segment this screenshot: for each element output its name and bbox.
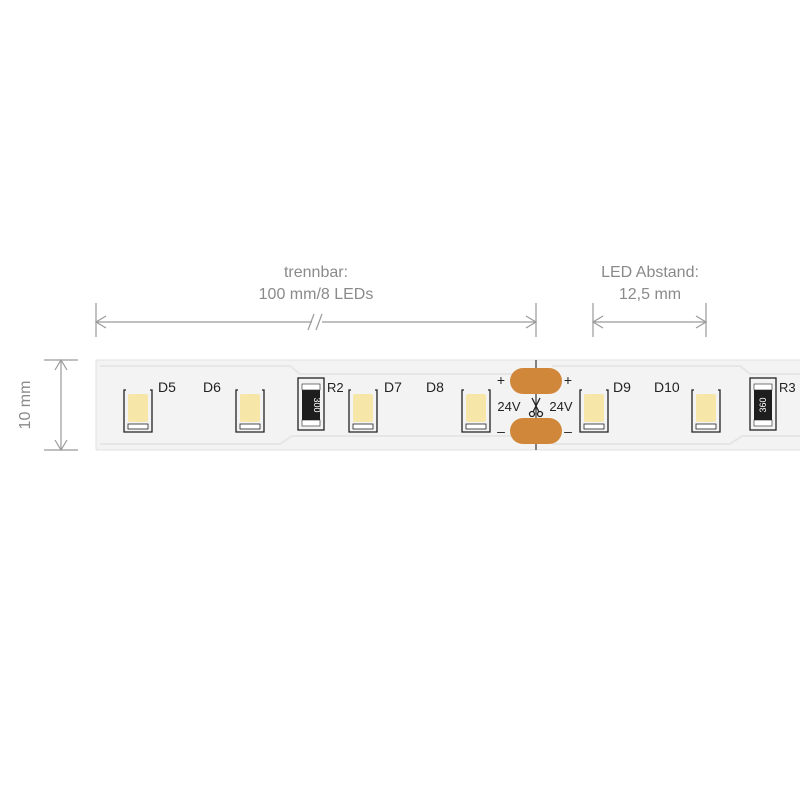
spacing-label-line2: 12,5 mm: [619, 286, 681, 303]
led-outline: [123, 389, 153, 433]
pad-voltage-left: 24V: [497, 399, 520, 414]
cut-dim-break-2: [315, 313, 323, 331]
spacing-label-line1: LED Abstand:: [601, 264, 699, 281]
led-label: D10: [654, 379, 680, 395]
trace-upper: [100, 365, 520, 375]
led-d8: D8: [426, 379, 491, 433]
resistor-frame: [749, 377, 777, 431]
cut-length-dimension: [94, 303, 538, 337]
pcb-traces: [100, 365, 800, 445]
resistor-cap-bottom: [301, 419, 321, 427]
resistor-value: 300: [312, 397, 322, 412]
pad-voltage-right: 24V: [549, 399, 572, 414]
spacing-dim-arrow-left: [591, 315, 604, 329]
cut-dim-arrow-right: [525, 315, 538, 329]
width-label: 10 mm: [17, 381, 34, 430]
scissors-icon: [528, 397, 544, 418]
resistor-label: R2: [327, 380, 344, 395]
width-dim-arrow-bottom: [54, 439, 68, 452]
copper-pad-bottom: [510, 418, 562, 444]
trace-lower-right: [552, 435, 800, 445]
led-outline: [579, 389, 609, 433]
resistor-cap-top: [301, 383, 321, 391]
pad-minus-right: –: [564, 423, 572, 439]
cut-label-line1: trennbar:: [284, 264, 348, 281]
cut-dim-arrow-left: [94, 315, 107, 329]
resistor-body: [302, 390, 320, 420]
led-outline: [461, 389, 491, 433]
led-d6: D6: [203, 379, 265, 433]
led-contact: [127, 423, 149, 430]
pad-plus-left: +: [497, 372, 505, 388]
led-chip: [240, 394, 260, 422]
pad-minus-left: –: [497, 423, 505, 439]
led-label: D7: [384, 379, 402, 395]
resistor-body: [754, 390, 772, 420]
resistor-cap-bottom: [753, 419, 773, 427]
led-d5: D5: [123, 379, 176, 433]
led-outline: [348, 389, 378, 433]
led-chip: [696, 394, 716, 422]
led-outline: [691, 389, 721, 433]
copper-pad-top: [510, 368, 562, 394]
resistor-label: R3: [779, 380, 796, 395]
trace-lower: [100, 435, 520, 445]
trace-upper-right: [552, 365, 800, 375]
led-chip: [353, 394, 373, 422]
led-contact: [239, 423, 261, 430]
cut-dim-break-1: [307, 313, 315, 331]
led-contact: [352, 423, 374, 430]
led-chip: [466, 394, 486, 422]
resistor-cap-top: [753, 383, 773, 391]
width-dimension: [44, 358, 78, 452]
led-chip: [128, 394, 148, 422]
cut-label-line2: 100 mm/8 LEDs: [259, 286, 374, 303]
pad-plus-right: +: [564, 372, 572, 388]
spacing-dim-arrow-right: [695, 315, 708, 329]
resistor-value: 360: [758, 397, 768, 412]
resistor-frame: [297, 377, 325, 431]
led-contact: [695, 423, 717, 430]
resistor-r2: 300 R2: [297, 377, 344, 431]
led-d10: D10: [654, 379, 721, 433]
led-label: D9: [613, 379, 631, 395]
led-label: D5: [158, 379, 176, 395]
led-label: D8: [426, 379, 444, 395]
led-spacing-dimension: [591, 303, 708, 337]
led-contact: [583, 423, 605, 430]
led-contact: [465, 423, 487, 430]
width-dim-arrow-top: [54, 358, 68, 371]
led-outline: [235, 389, 265, 433]
led-d9: D9: [579, 379, 631, 433]
led-d7: D7: [348, 379, 402, 433]
resistor-r3: 360 R3: [749, 377, 796, 431]
led-chip: [584, 394, 604, 422]
led-label: D6: [203, 379, 221, 395]
